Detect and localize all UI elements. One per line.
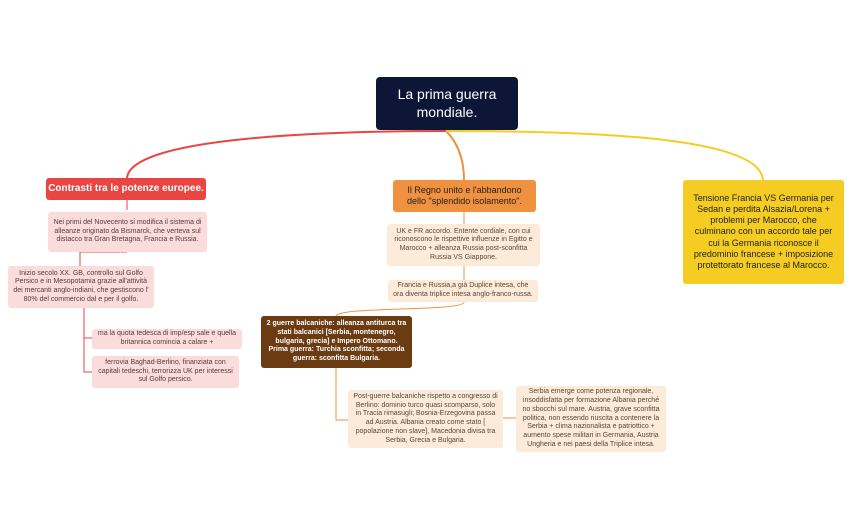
subtopic-bismarck-label: Nei primi del Novecento si modifica il s… bbox=[53, 218, 202, 244]
link-balkan-n3 bbox=[335, 368, 348, 421]
topic-guerre-balcaniche[interactable]: 2 guerre balcaniche: alleanza antiturca … bbox=[261, 316, 412, 368]
subtopic-entente-cordiale[interactable]: UK e FR accordo. Entente cordiale, con c… bbox=[387, 224, 540, 266]
subtopic-triplice-intesa-label: Francia e Russia,a già Duplice intesa, c… bbox=[393, 282, 533, 298]
link-red-n4 bbox=[83, 338, 92, 373]
subtopic-ferrovia-label: ferrovia Baghad-Berlino, finanziata con … bbox=[98, 358, 233, 384]
root-title: La prima guerra mondiale. bbox=[397, 86, 497, 120]
link-root-yellow bbox=[445, 130, 764, 181]
topic-francia-germania[interactable]: Tensione Francia VS Germania per Sedan e… bbox=[683, 180, 844, 284]
subtopic-ferrovia[interactable]: ferrovia Baghad-Berlino, finanziata con … bbox=[92, 356, 239, 388]
link-root-red bbox=[126, 130, 447, 179]
link-root-orange bbox=[445, 130, 465, 181]
subtopic-post-guerre[interactable]: Post-guerre balcaniche rispetto a congre… bbox=[348, 390, 503, 448]
subtopic-serbia-potenza[interactable]: Serbia emerge come potenza regionale, in… bbox=[516, 386, 666, 452]
subtopic-triplice-intesa[interactable]: Francia e Russia,a già Duplice intesa, c… bbox=[388, 280, 538, 302]
subtopic-post-guerre-label: Post-guerre balcaniche rispetto a congre… bbox=[353, 392, 498, 444]
topic-regno-unito[interactable]: Il Regno unito e l'abbandono dello "sple… bbox=[393, 180, 536, 212]
topic-francia-germania-label: Tensione Francia VS Germania per Sedan e… bbox=[693, 192, 834, 271]
subtopic-bismarck[interactable]: Nei primi del Novecento si modifica il s… bbox=[48, 212, 207, 252]
subtopic-quota-tedesca-label: ma la quota tedesca di imp/esp sale e qu… bbox=[97, 330, 237, 346]
subtopic-entente-cordiale-label: UK e FR accordo. Entente cordiale, con c… bbox=[394, 227, 533, 261]
link-red-n3 bbox=[83, 308, 92, 339]
subtopic-golfo-persico[interactable]: Inizio secolo XX. GB, controllo sul Golf… bbox=[8, 266, 154, 308]
subtopic-serbia-potenza-label: Serbia emerge come potenza regionale, in… bbox=[522, 388, 660, 448]
topic-guerre-balcaniche-label: 2 guerre balcaniche: alleanza antiturca … bbox=[266, 320, 407, 363]
topic-contrasti[interactable]: Contrasti tra le potenze europee. bbox=[46, 178, 206, 200]
topic-contrasti-label: Contrasti tra le potenze europee. bbox=[48, 182, 204, 194]
link-red-n2 bbox=[79, 251, 127, 266]
subtopic-golfo-persico-label: Inizio secolo XX. GB, controllo sul Golf… bbox=[13, 269, 149, 303]
root-topic[interactable]: La prima guerra mondiale. bbox=[376, 77, 518, 130]
topic-regno-unito-label: Il Regno unito e l'abbandono dello "sple… bbox=[407, 184, 522, 206]
subtopic-quota-tedesca[interactable]: ma la quota tedesca di imp/esp sale e qu… bbox=[92, 329, 242, 349]
link-orange-balkan bbox=[335, 301, 465, 317]
